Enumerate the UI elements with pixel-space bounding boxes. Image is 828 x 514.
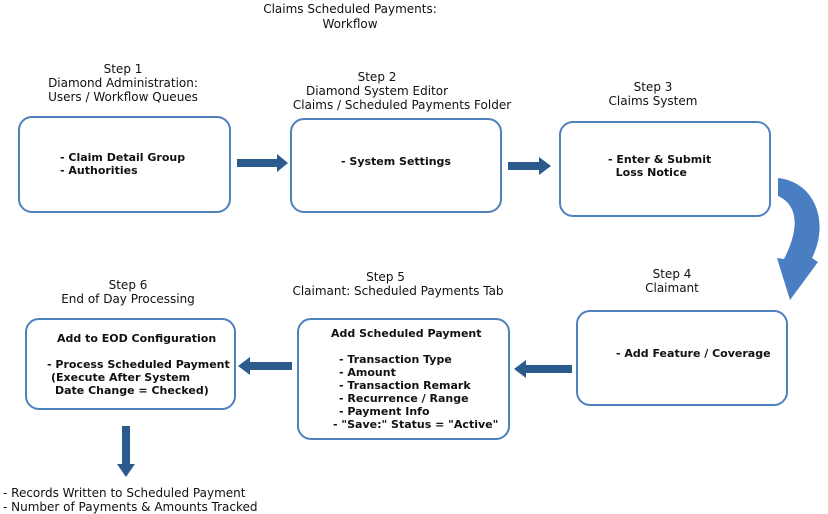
step3-label: Step 3 <box>633 80 673 94</box>
step5-box-line3: - Transaction Remark <box>339 379 471 392</box>
step4-box: - Add Feature / Coverage <box>576 310 788 406</box>
step6-box-line1: - Process Scheduled Payment <box>47 358 230 371</box>
step5-box-line6: - "Save:" Status = "Active" <box>333 418 499 431</box>
result-line1: - Records Written to Scheduled Payment <box>3 486 246 500</box>
step2-name-line1: Diamond System Editor <box>305 84 449 98</box>
step5-box-line4: - Recurrence / Range <box>339 392 469 405</box>
step5-label: Step 5 <box>366 270 405 284</box>
arrow-step6-down <box>117 426 135 477</box>
result-line2: - Number of Payments & Amounts Tracked <box>3 500 258 514</box>
step1-box-line2: - Authorities <box>60 164 138 177</box>
step1-box-line1: - Claim Detail Group <box>60 151 186 164</box>
step1-name-line2: Users / Workflow Queues <box>48 90 198 104</box>
step2-box: - System Settings <box>290 118 502 213</box>
step3-box-line1: - Enter & Submit <box>608 153 712 166</box>
arrow-step5-to-step6 <box>238 357 292 375</box>
step5-box-line1: - Transaction Type <box>339 353 452 366</box>
step5-name-line1: Claimant: Scheduled Payments Tab <box>292 284 504 298</box>
arrow-step1-to-step2 <box>237 154 288 172</box>
step3-box-line2: Loss Notice <box>608 166 687 179</box>
step5-box: Add Scheduled Payment - Transaction Type… <box>297 318 510 440</box>
step6-box-line3: Date Change = Checked) <box>55 384 209 397</box>
step5-box-line2: - Amount <box>339 366 396 379</box>
step1-box: - Claim Detail Group - Authorities <box>18 116 231 213</box>
step5-box-heading: Add Scheduled Payment <box>331 327 482 340</box>
step4-name-line1: Claimant <box>645 281 699 295</box>
arrow-step4-to-step5 <box>514 360 572 378</box>
step6-label: Step 6 <box>108 278 148 292</box>
step6-name-line1: End of Day Processing <box>61 292 195 306</box>
step3-box: - Enter & Submit Loss Notice <box>559 121 771 217</box>
diagram-title-line1: Claims Scheduled Payments: <box>263 2 437 16</box>
step4-box-line1: - Add Feature / Coverage <box>616 347 771 360</box>
step6-box: Add to EOD Configuration - Process Sched… <box>25 318 236 410</box>
step1-name-line1: Diamond Administration: <box>48 76 198 90</box>
step4-label: Step 4 <box>652 267 692 281</box>
diagram-title-line2: Workflow <box>322 17 378 31</box>
curved-arrow-step3-to-step4 <box>777 178 820 300</box>
step2-name-line2: Claims / Scheduled Payments Folder <box>292 98 512 112</box>
arrow-step2-to-step3 <box>508 157 551 175</box>
step2-box-line1: - System Settings <box>341 155 451 168</box>
step6-box-line2: (Execute After System <box>51 371 191 384</box>
step6-box-heading: Add to EOD Configuration <box>57 332 217 345</box>
step2-label: Step 2 <box>357 70 397 84</box>
step1-label: Step 1 <box>103 62 143 76</box>
step5-box-line5: - Payment Info <box>339 405 430 418</box>
step3-name-line1: Claims System <box>608 94 698 108</box>
